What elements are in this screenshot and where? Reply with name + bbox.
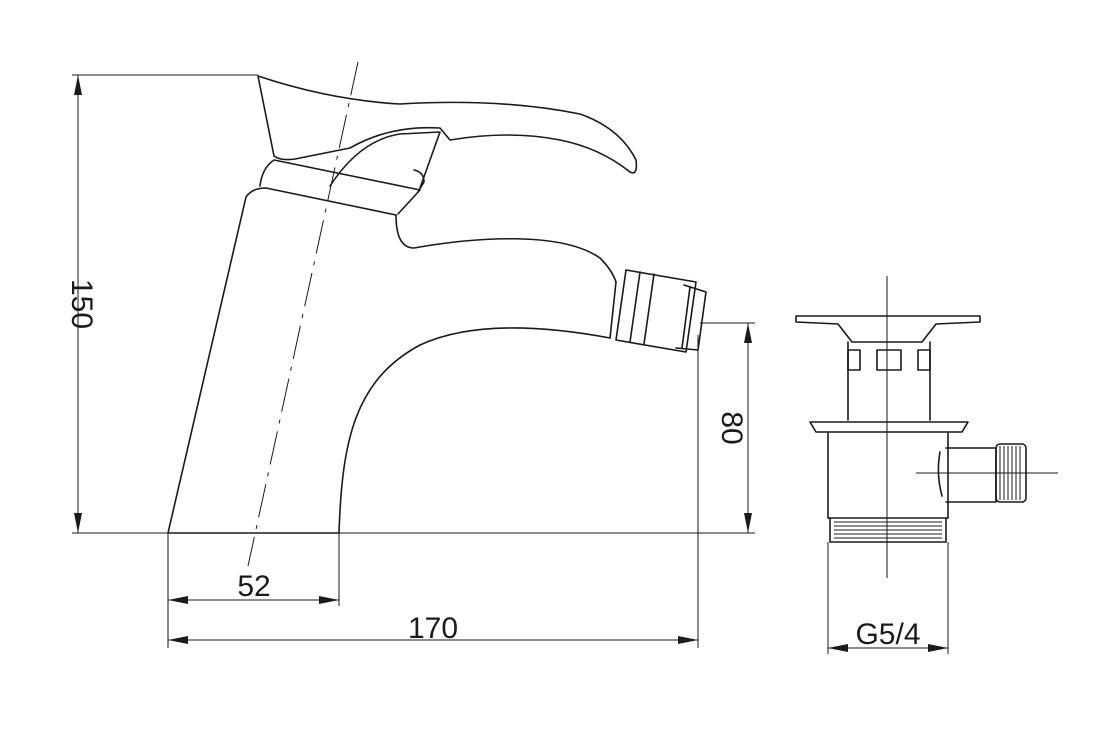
faucet-nozzle [615, 269, 707, 353]
dim-width-52: 52 [167, 533, 340, 648]
faucet-lever-handle [257, 75, 638, 193]
dim-height-150: 150 [65, 74, 258, 534]
dim-label-170: 170 [408, 612, 458, 645]
dim-height-80: 80 [339, 322, 755, 534]
waste-centerlines [886, 276, 1058, 578]
dim-thread-g54: G5/4 [827, 542, 949, 654]
dim-label-g54: G5/4 [855, 618, 920, 651]
faucet-body [167, 187, 617, 534]
dim-label-80: 80 [715, 411, 748, 444]
faucet-centerline [247, 61, 359, 567]
dim-label-52: 52 [237, 570, 270, 603]
dim-label-150: 150 [65, 279, 98, 329]
faucet-cartridge-cap [259, 159, 421, 215]
dim-length-170: 170 [168, 335, 699, 648]
waste-drain [795, 315, 1027, 543]
